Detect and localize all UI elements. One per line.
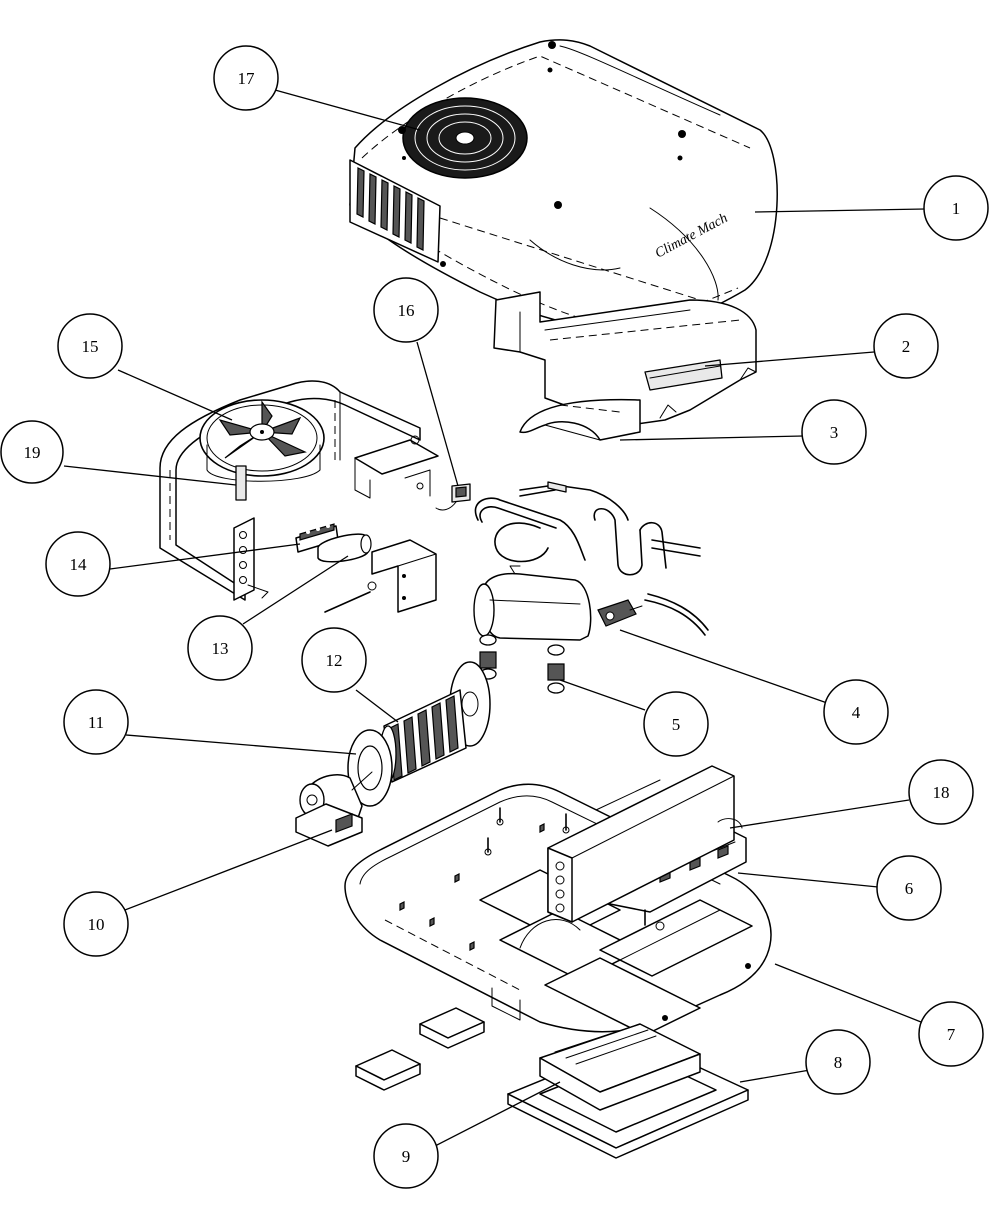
part-inner-housing	[493, 291, 757, 426]
leader-17	[274, 89, 421, 131]
callout-label: 8	[834, 1053, 843, 1072]
callout-16: 16	[373, 277, 439, 343]
callout-14: 14	[45, 531, 111, 597]
leader-18	[729, 799, 910, 829]
top-fan-grille	[402, 97, 528, 179]
callout-18: 18	[908, 759, 974, 825]
part-12-blower-wheel	[379, 661, 491, 783]
callout-label: 12	[326, 651, 343, 670]
callout-9: 9	[373, 1123, 439, 1189]
leader-10	[124, 829, 333, 911]
callout-6: 6	[876, 855, 942, 921]
leader-3	[619, 435, 804, 441]
callout-17: 17	[213, 45, 279, 111]
callout-13: 13	[187, 615, 253, 681]
callout-label: 10	[88, 915, 105, 934]
callout-bubbles: 1 2 3 4 5 6 7 8 9 10 11 12 13 14 15 16 1…	[0, 45, 989, 1189]
part-blower-shroud	[519, 398, 641, 441]
callout-label: 6	[905, 879, 914, 898]
part-shroud-cover: Climate Mach	[349, 39, 778, 334]
callout-label: 5	[672, 715, 681, 734]
callout-12: 12	[301, 627, 367, 693]
callout-3: 3	[801, 399, 867, 465]
callout-7: 7	[918, 1001, 984, 1067]
leader-11	[125, 734, 357, 755]
leader-4	[619, 629, 831, 705]
part-10-blower-motor	[295, 771, 373, 847]
callout-label: 9	[402, 1147, 411, 1166]
leader-5	[559, 679, 646, 711]
callout-leaders	[63, 89, 926, 1147]
leader-8	[739, 1069, 811, 1083]
leader-2	[704, 351, 875, 367]
condenser-fan	[199, 399, 325, 482]
callout-label: 4	[852, 703, 861, 722]
leader-12	[355, 689, 399, 723]
callout-label: 16	[398, 301, 415, 320]
callout-5: 5	[643, 691, 709, 757]
callout-label: 14	[70, 555, 88, 574]
callout-label: 17	[238, 69, 256, 88]
leader-14	[109, 543, 301, 570]
leader-15	[117, 369, 233, 421]
callout-label: 11	[88, 713, 104, 732]
part-5-mounts	[479, 634, 565, 694]
callout-10: 10	[63, 891, 129, 957]
part-13-capacitor	[317, 533, 437, 613]
leader-13	[242, 555, 349, 625]
part-refrigerant-tubing	[474, 481, 709, 636]
callout-label: 7	[947, 1025, 956, 1044]
callout-label: 19	[24, 443, 41, 462]
callout-11: 11	[63, 689, 129, 755]
callout-label: 2	[902, 337, 911, 356]
callout-2: 2	[873, 313, 939, 379]
callout-label: 18	[933, 783, 950, 802]
leader-7	[774, 963, 922, 1023]
callout-label: 1	[952, 199, 961, 218]
side-vent-slats	[356, 167, 425, 251]
callout-label: 13	[212, 639, 229, 658]
callout-19: 19	[0, 420, 64, 484]
terminal-block	[295, 523, 339, 553]
compressor-terminal	[597, 599, 643, 627]
leader-6	[737, 872, 879, 888]
callout-1: 1	[923, 175, 989, 241]
part-18-evaporator-coil	[547, 765, 743, 923]
part-16-sensor	[435, 483, 471, 511]
leader-16	[416, 341, 459, 487]
leader-9	[434, 1081, 561, 1147]
callout-label: 15	[82, 337, 99, 356]
leader-19	[63, 465, 237, 486]
filter-pads	[355, 1007, 485, 1091]
part-4-compressor	[473, 565, 643, 641]
leader-1	[754, 208, 926, 213]
callout-4: 4	[823, 679, 889, 745]
callout-15: 15	[57, 313, 123, 379]
part-9-filter-plate	[539, 1023, 701, 1111]
callout-8: 8	[805, 1029, 871, 1095]
callout-label: 3	[830, 423, 839, 442]
